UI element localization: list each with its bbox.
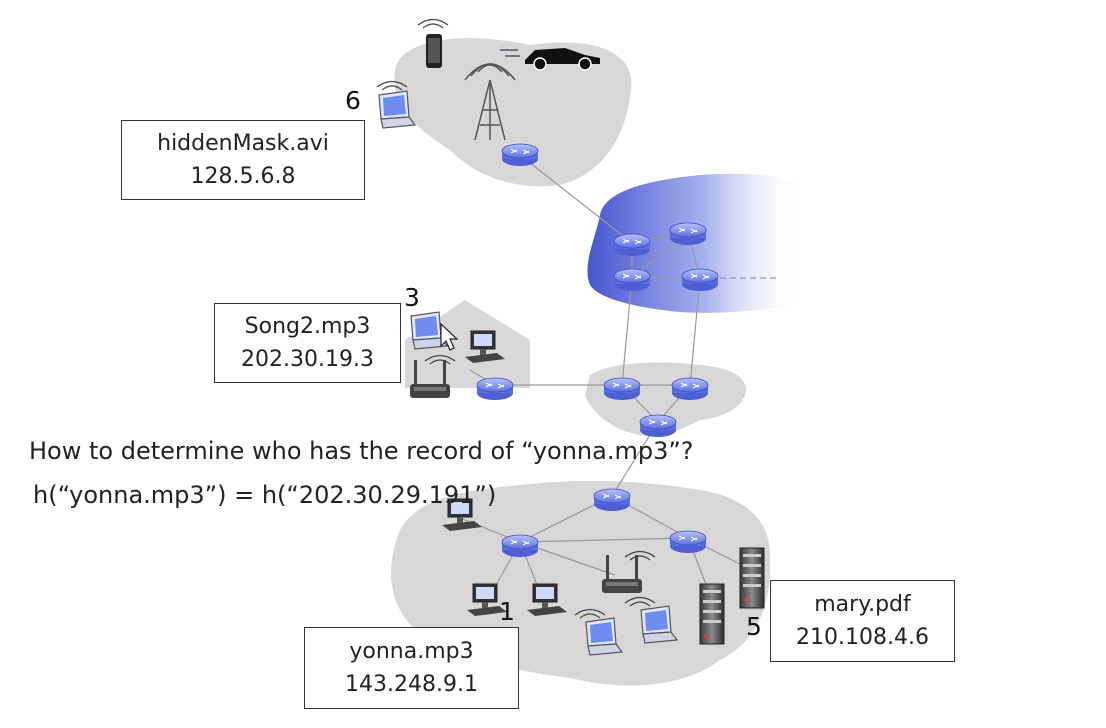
peer-1-record-box: yonna.mp3 143.248.9.1 [304,627,519,709]
cell-tower-icon [464,63,516,141]
peer-5-ip: 210.108.4.6 [796,625,929,650]
hash-equation-text: h(“yonna.mp3”) = h(“202.30.29.191”) [33,481,497,509]
router-icon [671,377,709,401]
router-icon [593,488,631,512]
peer-1-number: 1 [499,597,515,626]
mouse-cursor-icon [440,322,459,351]
peer-3-number: 3 [404,283,420,312]
question-text: How to determine who has the record of “… [29,437,694,465]
router-icon [501,143,539,167]
peer-6-record-box: hiddenMask.avi 128.5.6.8 [121,120,365,200]
router-icon [603,377,641,401]
peer-6-number: 6 [345,86,361,115]
car-icon [500,48,600,71]
router-icon [476,377,514,401]
router-icon [669,222,707,246]
server-icon [699,583,725,645]
mobile-network-region [394,38,632,187]
peer-5-filename: mary.pdf [814,592,911,617]
peer-5-record-box: mary.pdf 210.108.4.6 [770,580,955,662]
router-icon [669,530,707,554]
peer-1-filename: yonna.mp3 [349,639,474,664]
peer-6-ip: 128.5.6.8 [190,164,296,189]
peer-3-ip: 202.30.19.3 [241,347,374,372]
peer-1-ip: 143.248.9.1 [345,672,478,697]
router-icon [613,233,651,257]
router-icon [501,534,539,558]
smartphone-icon [417,18,449,68]
router-icon [613,268,651,292]
server-icon [739,547,765,609]
peer-6-filename: hiddenMask.avi [157,131,329,156]
peer-3-filename: Song2.mp3 [244,314,371,339]
peer-3-record-box: Song2.mp3 202.30.19.3 [214,303,401,383]
router-icon [681,268,719,292]
router-icon [639,414,677,438]
peer-5-number: 5 [746,612,762,641]
